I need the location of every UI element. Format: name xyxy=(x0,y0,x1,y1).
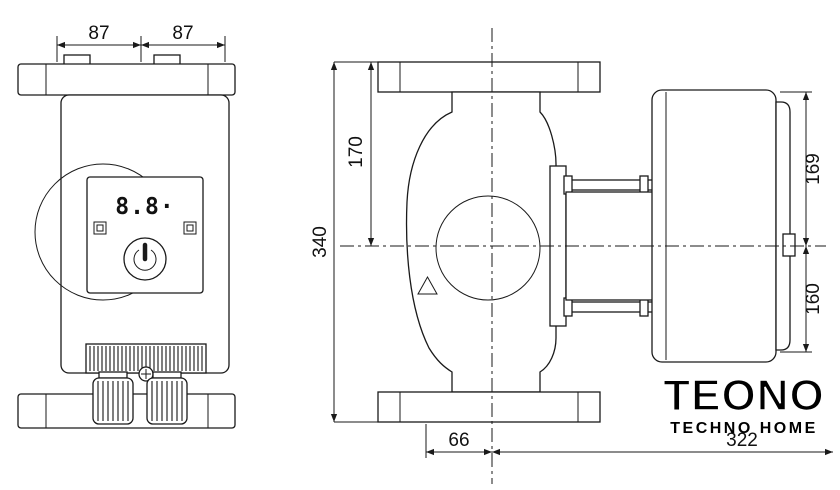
button-left-icon xyxy=(93,221,107,235)
dim-322: 322 xyxy=(726,430,758,451)
power-icon xyxy=(133,249,157,271)
front-view: 8.8· xyxy=(17,23,236,429)
dim-66: 66 xyxy=(448,430,469,451)
top-flange-front xyxy=(17,63,236,96)
electronics-module xyxy=(651,89,796,363)
dim-340: 340 xyxy=(310,226,331,258)
dimension-right: 169 160 xyxy=(780,91,824,353)
dimension-height-top: 170 xyxy=(346,61,375,246)
dim-169: 169 xyxy=(803,153,824,185)
dim-160: 160 xyxy=(803,283,824,315)
cover-clip xyxy=(782,233,796,257)
top-flange-side xyxy=(377,61,601,93)
bottom-flange-side xyxy=(377,391,601,423)
volute-body xyxy=(405,91,557,393)
side-view: 340 170 169 160 66 322 xyxy=(310,28,833,484)
impeller-chamber xyxy=(435,195,541,301)
dimension-bottom: 66 322 xyxy=(425,424,833,458)
button-right-icon xyxy=(183,221,197,235)
dim-170: 170 xyxy=(346,136,367,168)
control-knob xyxy=(123,237,167,281)
flow-direction-icon xyxy=(417,275,438,295)
cable-gland-right xyxy=(146,371,188,425)
module-cover xyxy=(775,101,791,351)
dim-87-right: 87 xyxy=(172,23,193,44)
logo-subtitle: TECHNO HOME xyxy=(670,420,818,437)
logo-brand: TEONO xyxy=(663,371,824,420)
control-module: 8.8· xyxy=(86,176,204,294)
button-left-glyph xyxy=(96,224,104,232)
dimension-height-total: 340 xyxy=(310,61,378,423)
segment-display: 8.8· xyxy=(115,194,174,220)
cable-gland-left xyxy=(92,371,134,425)
logo: TEONO TECHNO HOME xyxy=(662,370,824,437)
dim-87-left: 87 xyxy=(88,23,109,44)
dimension-top: 87 87 xyxy=(56,23,226,62)
button-right-glyph xyxy=(186,224,194,232)
